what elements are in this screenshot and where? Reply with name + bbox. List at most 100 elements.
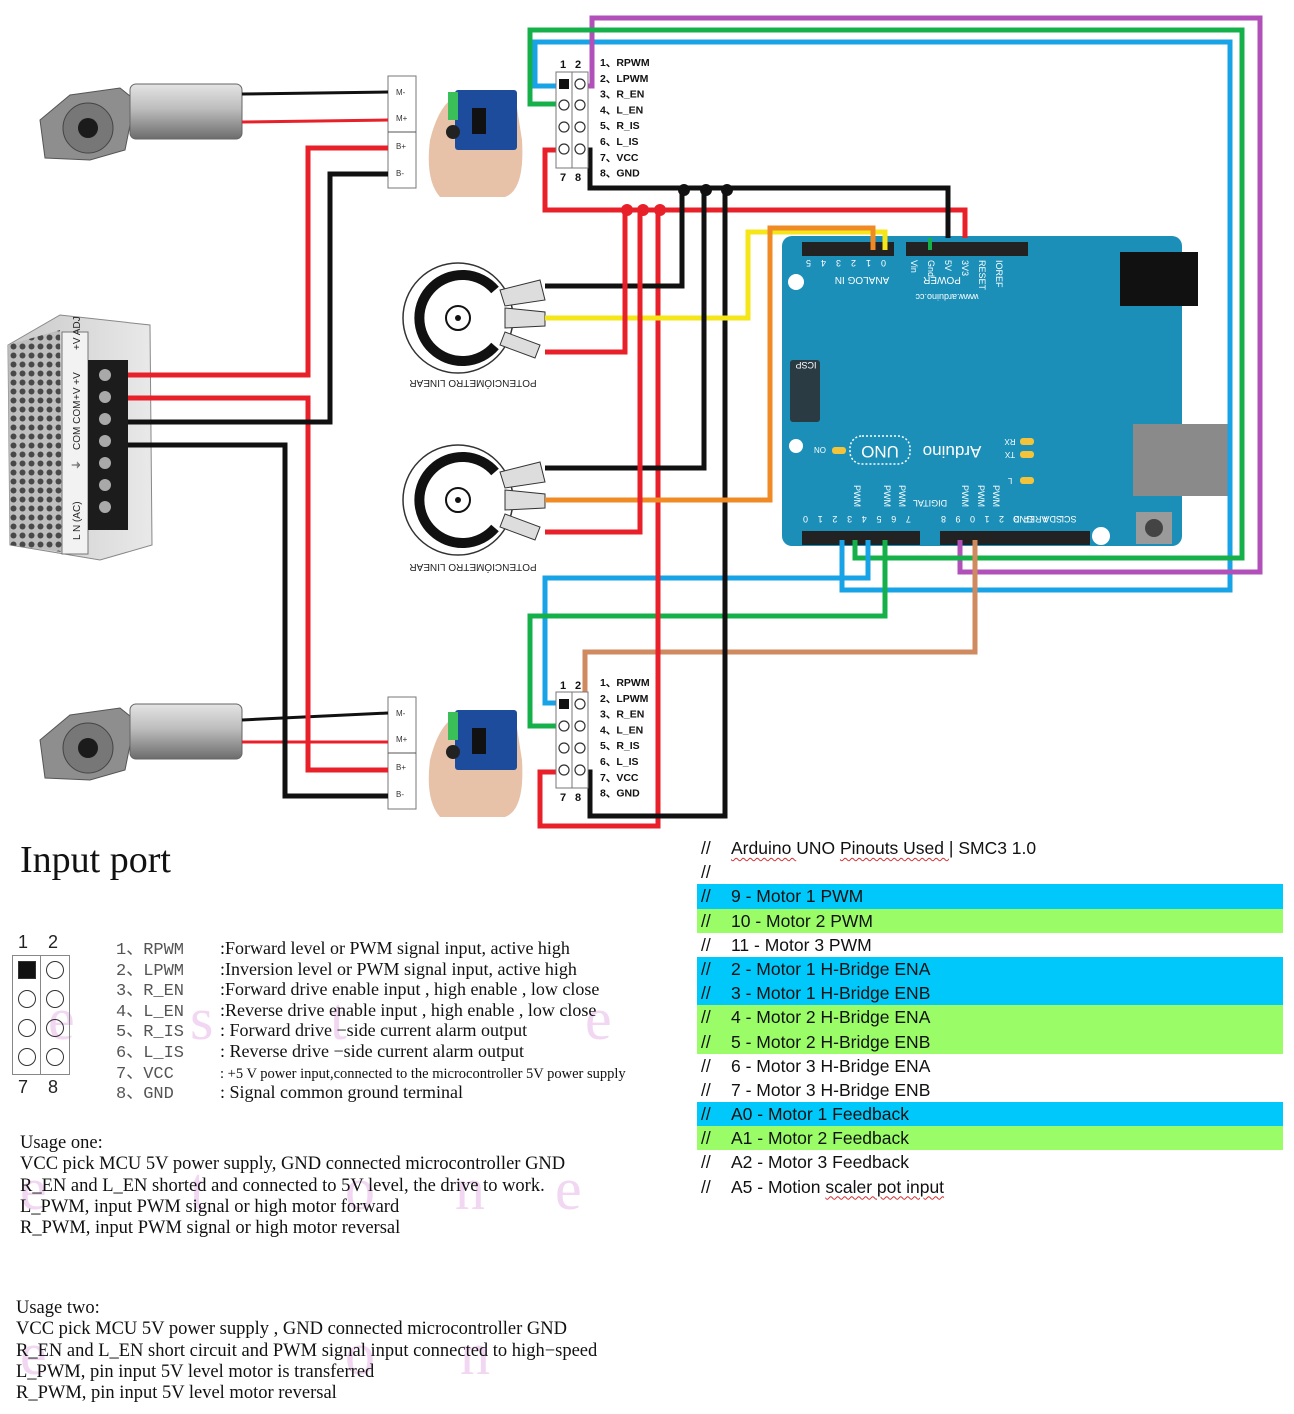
arduino-led-rx: RX <box>1004 437 1016 446</box>
driver-2-header-num-2: 2 <box>575 680 581 692</box>
pinout-list-line: // 7 - Motor 3 H-Bridge ENB <box>697 1078 1283 1102</box>
pin-description: :Inversion level or PWM signal input, ac… <box>220 958 577 979</box>
arduino-led-tx: TX <box>1004 450 1015 459</box>
arduino-model: UNO <box>861 442 899 461</box>
driver-2-terminal-b-plus: B+ <box>396 763 406 772</box>
usage-one-line: R_EN and L_EN shorted and connected to 5… <box>20 1175 545 1196</box>
driver-header-pin-labels: 1、RPWM2、LPWM3、R_EN4、L_EN5、R_IS6、L_IS7、VC… <box>600 57 650 800</box>
pin-name: 4、L_EN <box>116 1002 185 1022</box>
arduino-website: www.arduino.cc <box>915 292 980 302</box>
pinout-text: 5 - Motor 2 H-Bridge ENB <box>731 1031 931 1052</box>
header-pin-diagram <box>12 955 70 1075</box>
driver-1-terminal-b-minus: B- <box>396 169 404 178</box>
comment-marker: // <box>701 886 711 907</box>
driver-1-terminal-b-plus: B+ <box>396 142 406 151</box>
pinout-text: A1 - Motor 2 Feedback <box>731 1128 909 1149</box>
pin-name: 3、R_EN <box>116 982 185 1002</box>
driver-2-terminal-b-minus: B- <box>396 790 404 799</box>
comment-marker: // <box>701 1104 711 1125</box>
wire-driver-1-lpwm <box>578 15 1263 575</box>
potentiometer-1 <box>402 262 546 374</box>
pin-description-row: 5、R_IS: Forward drive −side current alar… <box>116 1016 527 1042</box>
arduino-digital-label: DIGITAL <box>913 498 947 508</box>
psu-label-vadj: +V ADJ <box>72 316 83 350</box>
pinout-text: 2 - Motor 1 H-Bridge ENA <box>731 958 931 979</box>
arduino-analog-pin-label: 2 <box>851 258 856 268</box>
pinout-list-title: //Arduino UNO Pinouts Used | SMC3 1.0 <box>697 836 1283 860</box>
comment-marker: // <box>701 910 711 931</box>
wire-pot-1-gnd <box>545 190 685 289</box>
arduino-digital-pin-label: GND <box>1013 514 1034 524</box>
watermark-letter: t <box>330 986 347 1052</box>
arduino-on-led-label: ON <box>814 445 826 454</box>
pin-8 <box>46 1048 64 1066</box>
arduino-digital-pin-label: 0 <box>970 514 975 524</box>
arduino-pwm-label: PWM <box>897 485 907 507</box>
comment-marker: // <box>701 1007 711 1028</box>
wire-psu-v-driver-1 <box>128 145 388 378</box>
wire-driver-2-en <box>527 540 888 729</box>
arduino-digital-pin-label: 9 <box>955 514 960 524</box>
pinout-text: A2 - Motor 3 Feedback <box>731 1152 909 1173</box>
pinout-text: 7 - Motor 3 H-Bridge ENB <box>731 1079 931 1100</box>
driver-2-terminal-block <box>387 696 417 810</box>
pin-description-row: 6、L_IS: Reverse drive −side current alar… <box>116 1037 524 1063</box>
arduino-digital-pin-label: 2 <box>832 514 837 524</box>
wiring-diagram: +V ADJ +V +V COM COM ⏚ L N (AC) M- M+ B+… <box>7 15 1263 829</box>
wire-pot-1-wiper <box>545 229 888 321</box>
psu-terminal-labels: +V ADJ +V +V COM COM ⏚ L N (AC) <box>71 316 83 540</box>
arduino-digital-pin-label: 2 <box>999 514 1004 524</box>
driver-1-pin-label: 6、L_IS <box>600 136 639 148</box>
pin-description: : Signal common ground terminal <box>220 1082 463 1103</box>
arduino-digital-pin-label: 1 <box>818 514 823 524</box>
wire-pot-2-vcc <box>545 210 643 535</box>
pin-description-row: 1、RPWM:Forward level or PWM signal input… <box>116 934 570 960</box>
pinout-list-line: //6 - Motor 3 H-Bridge ENA <box>697 1054 1283 1078</box>
arduino-brand: Arduino <box>923 442 982 461</box>
wire-pot-2-wiper <box>545 225 876 503</box>
driver-board-2 <box>428 710 523 817</box>
watermark-letter: n <box>460 1321 490 1387</box>
potentiometer-2-label: POTENCIÓMETRO LINEAR <box>409 561 536 574</box>
driver-1-terminal-block <box>387 75 417 189</box>
driver-2-pin-label: 3、R_EN <box>600 709 644 721</box>
watermark-letter: e <box>555 1156 582 1222</box>
arduino-digital-pin-label: SDA <box>1043 514 1062 524</box>
arduino-analog-pin-label: 5 <box>806 258 811 268</box>
power-supply <box>7 314 153 561</box>
pin-name: 6、L_IS <box>116 1044 185 1063</box>
comment-marker: // <box>701 1176 711 1197</box>
wire-motor-2-neg <box>241 711 389 722</box>
pinout-list-line: // A0 - Motor 1 Feedback <box>697 1102 1283 1127</box>
arduino-pwm-label: PWM <box>852 485 862 507</box>
arduino-power-pin-label: Vin <box>909 260 919 273</box>
arduino-pwm-label: PWM <box>991 485 1001 507</box>
driver-1-pin-label: 7、VCC <box>600 152 639 164</box>
arduino-digital-pin-label: 5 <box>876 514 881 524</box>
arduino-pinout-list: //Arduino UNO Pinouts Used | SMC3 1.0///… <box>697 836 1283 1199</box>
header-num-7: 7 <box>18 1077 29 1097</box>
arduino-digital-pin-label: 4 <box>862 514 867 524</box>
wires <box>128 15 1263 829</box>
potentiometer-2 <box>402 444 546 556</box>
driver-1-terminal-m-plus: M+ <box>396 114 408 123</box>
pinout-text: A0 - Motor 1 Feedback <box>731 1104 909 1125</box>
driver-2-header-num-1: 1 <box>560 680 566 692</box>
pin-6 <box>46 1019 64 1037</box>
pin-description: :Forward drive enable input , high enabl… <box>220 979 600 1000</box>
arduino-digital-pin-label: 0 <box>803 514 808 524</box>
watermark-letter: o <box>345 1321 375 1387</box>
watermark-letter: n <box>455 1156 485 1222</box>
wire-psu-com-driver-1 <box>128 171 388 425</box>
comment-marker: // <box>701 958 711 979</box>
arduino-digital-pin-label: SCL <box>1059 514 1077 524</box>
usage-one-line: R_PWM, input PWM signal or high motor re… <box>20 1218 401 1239</box>
wire-driver-1-rpwm <box>532 39 1233 593</box>
usage-one: Usage one: VCC pick MCU 5V power supply,… <box>20 1133 565 1239</box>
comment-marker: // <box>701 862 711 883</box>
wire-driver-2-vcc <box>537 212 661 829</box>
driver-2-terminal-m-plus: M+ <box>396 735 408 744</box>
comment-marker: // <box>701 1079 711 1100</box>
arduino-pwm-label: PWM <box>882 485 892 507</box>
psu-label-com: COM COM <box>72 401 83 450</box>
